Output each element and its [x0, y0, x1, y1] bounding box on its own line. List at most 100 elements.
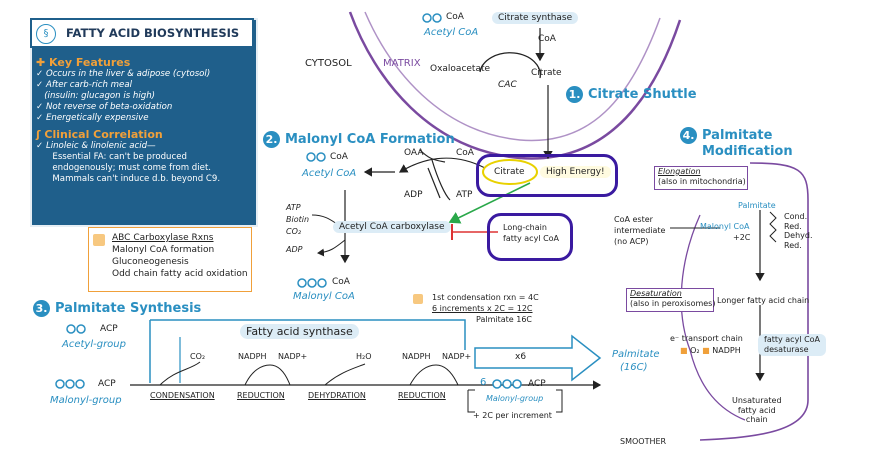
cond-step: Red. — [784, 221, 802, 231]
key-features-panel — [30, 18, 258, 227]
nadp-1: NADP+ — [278, 352, 308, 361]
high-energy-label: High Energy! — [540, 166, 611, 178]
step-badge: 1. — [566, 86, 583, 103]
acetyl-coa-carboxylase: Acetyl CoA carboxylase — [333, 221, 451, 233]
matrix-label: MATRIX — [383, 58, 421, 69]
mitochondria-membrane — [348, 11, 682, 160]
shuttle-citrate: Citrate — [531, 68, 562, 78]
step-badge: 4. — [680, 127, 697, 144]
intermediate: intermediate — [614, 226, 666, 235]
shuttle-coa1: CoA — [446, 12, 464, 22]
desaturation-sub: (also in peroxisomes) — [630, 299, 716, 308]
key-title-bar — [30, 18, 254, 48]
desaturase-line1: fatty acyl CoA — [764, 335, 821, 344]
step-reduction-1: REDUCTION — [237, 391, 285, 400]
oaa-label: OAA — [404, 148, 424, 158]
synthesis-heading: 3. Palmitate Synthesis — [33, 300, 201, 317]
cofactor-list: ATP Biotin CO₂ ADP — [286, 202, 309, 256]
mod-malonyl-coa: Malonyl CoA — [700, 222, 750, 231]
flask-icon — [93, 234, 105, 246]
feature-item: Occurs in the liver & adipose (cytosol) — [45, 69, 211, 79]
step-badge: 3. — [33, 300, 50, 317]
nadph-label: NADPH — [712, 346, 741, 355]
acp-1: ACP — [100, 324, 118, 334]
increment-notes: 1st condensation rxn = 4C 6 increments x… — [432, 292, 539, 325]
key-features-section: ✚ Key Features ✓ Occurs in the liver & a… — [36, 56, 221, 184]
shuttle-coa2: CoA — [538, 34, 556, 44]
nadph-2: NADPH — [402, 352, 431, 361]
inhibitor-label: Long-chain fatty acyl CoA — [503, 222, 559, 244]
elongation-steps: Cond. Red. Dehyd. Red. — [784, 212, 813, 250]
inhibitor-line2: fatty acyl CoA — [503, 234, 560, 243]
acp-2: ACP — [98, 379, 116, 389]
palmitate-product: Palmitate — [612, 349, 660, 360]
feature-item: Energetically expensive — [45, 113, 149, 123]
clinical-item: endogenously; must come from diet. — [52, 163, 212, 173]
highlight-inhibitor-box — [487, 213, 573, 261]
x6-label: x6 — [515, 352, 527, 362]
plus-icon: ✚ — [36, 56, 50, 69]
transport-cofactors: ■ O₂ ■ NADPH — [680, 346, 741, 355]
unsat-line3: chain — [745, 415, 768, 424]
atp-mid: ATP — [456, 190, 473, 200]
elongation-box — [654, 166, 748, 190]
citrate-shuttle-heading: 1.Citrate Shuttle — [566, 86, 697, 103]
clinical-head: Clinical Correlation — [44, 128, 163, 141]
malonyl-group-2: Malonyl-group — [486, 394, 544, 403]
cytosol-label: CYTOSOL — [305, 58, 352, 69]
modification-heading: 4.Palmitate Modification — [680, 127, 793, 159]
six-label: 6 — [480, 377, 487, 388]
shuttle-acetyl-coa: Acetyl CoA — [424, 27, 479, 38]
calc-icon — [413, 294, 423, 304]
abc-item: Odd chain fatty acid oxidation — [112, 269, 248, 279]
note-1: 1st condensation rxn = 4C — [432, 293, 539, 302]
cond-step: Cond. — [784, 212, 808, 221]
coa-ester-note: CoA ester intermediate (no ACP) — [614, 214, 665, 247]
transport-chain: e⁻ transport chain — [670, 334, 743, 343]
co2-label: CO₂ — [286, 227, 302, 236]
abc-item: Malonyl CoA formation — [112, 245, 215, 255]
malonyl-group: Malonyl-group — [50, 395, 122, 406]
unsaturated-chain: Unsaturated fatty acid chain — [732, 396, 782, 425]
longer-chain: Longer fatty acid chain — [717, 296, 810, 305]
features-head: Key Features — [49, 56, 131, 69]
nadp-2: NADP+ — [442, 352, 472, 361]
coa-top: CoA — [456, 148, 474, 158]
malonyl-title: Malonyl CoA Formation — [285, 132, 455, 147]
o2-label: O₂ — [690, 346, 700, 355]
malonyl-heading: 2.Malonyl CoA Formation — [263, 131, 455, 148]
abc-head: ABC Carboxylase Rxns — [112, 233, 214, 243]
atp-label: ATP — [286, 203, 301, 212]
step-dehydration: DEHYDRATION — [308, 391, 366, 400]
no-acp: (no ACP) — [614, 237, 649, 246]
coa-ester: CoA ester — [614, 215, 653, 224]
acp-3: ACP — [528, 379, 546, 389]
synthesis-title: Palmitate Synthesis — [55, 301, 202, 316]
dna-icon: § — [36, 24, 56, 44]
note-3: Palmitate 16C — [476, 315, 533, 324]
feature-item: Not reverse of beta-oxidation — [45, 102, 173, 112]
adp-mid: ADP — [404, 190, 423, 200]
co2: CO₂ — [190, 352, 206, 361]
desaturase-enzyme: fatty acyl CoA desaturase — [758, 334, 827, 356]
malonyl-coa: Malonyl CoA — [293, 291, 355, 302]
oxaloacetate: Oxaloacetate — [430, 64, 491, 74]
clinical-item: Mammals can't induce d.b. beyond C9. — [52, 174, 221, 184]
unsat-line1: Unsaturated — [732, 396, 782, 405]
feature-item: (insulin: glucagon is high) — [44, 91, 156, 101]
feature-item: After carb-rich meal — [45, 80, 132, 90]
abc-carboxylase-box — [88, 227, 252, 292]
desaturase-line2: desaturase — [764, 345, 809, 354]
desaturation-title: Desaturation — [630, 289, 682, 298]
acetyl-coa: Acetyl CoA — [302, 168, 357, 179]
bracket-icon: ʃ — [36, 128, 45, 141]
desaturation-box — [626, 288, 714, 312]
plus-2c: +2C — [733, 233, 751, 242]
cond-step: Red. — [784, 240, 802, 250]
coa-bottom: CoA — [332, 277, 350, 287]
coa-left: CoA — [330, 152, 348, 162]
adp-label: ADP — [286, 245, 303, 254]
step-reduction-2: REDUCTION — [398, 391, 446, 400]
step-condensation: CONDENSATION — [150, 391, 215, 400]
inhibitor-line1: Long-chain — [503, 223, 547, 232]
